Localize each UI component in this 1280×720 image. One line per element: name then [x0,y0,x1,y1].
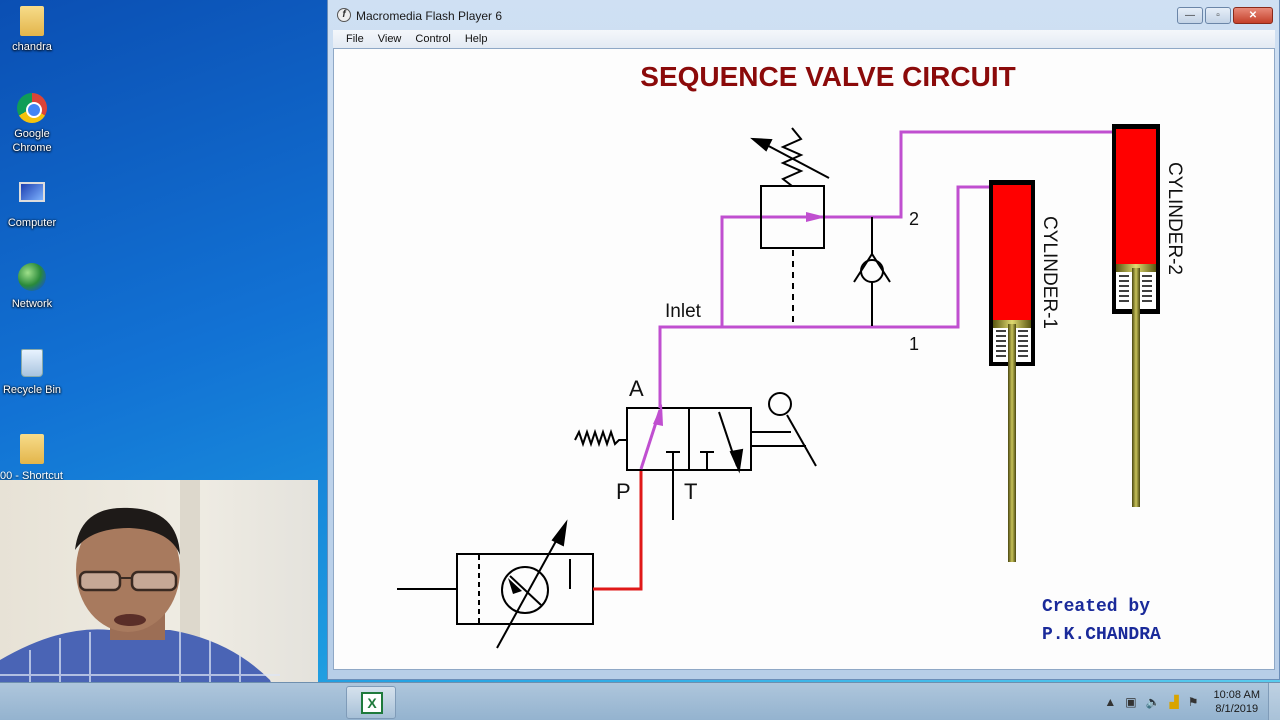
recycle-bin-icon [16,349,48,381]
taskbar-excel-button[interactable]: X [346,686,396,719]
desktop-icon-label: chandra [12,41,52,53]
pump-symbol [397,519,594,649]
chrome-icon [16,93,48,125]
network-signal-icon[interactable]: ▟ [1169,695,1179,709]
desktop-icon-label: Network [11,298,53,310]
title-bar[interactable]: f Macromedia Flash Player 6 — ▫ ✕ [328,0,1279,30]
flow-arrow [806,212,826,222]
minimize-button[interactable]: — [1177,7,1203,24]
computer-icon [16,182,48,214]
credit-line-1: Created by [1042,597,1150,617]
menu-file[interactable]: File [346,33,364,45]
menu-help[interactable]: Help [464,33,488,45]
port-a-label: A [629,376,644,401]
menu-view[interactable]: View [377,33,402,45]
menu-bar: File View Control Help [333,30,1275,48]
system-tray: ▲ ▣ 🔈 ▟ ⚑ 10:08 AM 8/1/2019 [1104,687,1260,717]
flow-arrow [653,404,663,426]
port-1-label: 1 [909,334,919,354]
cylinder-1-label: CYLINDER-1 [1039,216,1060,329]
desktop-icon-label: Google Chrome [12,128,52,154]
desktop-icon-label: Recycle Bin [2,384,62,396]
taskbar: X ▲ ▣ 🔈 ▟ ⚑ 10:08 AM 8/1/2019 [0,682,1280,720]
clock-date: 8/1/2019 [1215,703,1259,715]
action-center-icon[interactable]: ▣ [1125,695,1137,709]
user-folder-icon [16,6,48,38]
show-desktop-button[interactable] [1268,683,1280,720]
desktop-icon-google-chrome[interactable]: Google Chrome [0,93,64,155]
volume-icon[interactable]: 🔈 [1145,695,1161,709]
flash-stage[interactable]: SEQUENCE VALVE CIRCUIT [333,48,1275,670]
desktop-icon-shortcut[interactable] [0,434,64,468]
menu-control[interactable]: Control [415,33,451,45]
clock-time: 10:08 AM [1213,689,1260,701]
window-title: Macromedia Flash Player 6 [356,9,503,23]
cylinder-2-label: CYLINDER-2 [1164,162,1185,275]
show-hidden-icon[interactable]: ▲ [1104,695,1117,709]
desktop-icon-chandra[interactable]: chandra [0,6,64,54]
cylinder-1 [989,180,1035,562]
desktop-icon-network[interactable]: Network [0,263,64,311]
desktop-icon-recycle-bin[interactable]: Recycle Bin [0,349,64,397]
directional-valve-symbol [574,392,817,520]
desktop-icon-label: 00 - Shortcut [0,470,63,482]
check-valve-symbol [853,217,891,326]
close-button[interactable]: ✕ [1233,7,1273,24]
flash-app-icon: f [337,8,351,22]
inlet-label: Inlet [665,301,702,322]
sequence-valve-symbol [750,127,830,326]
flash-player-window: f Macromedia Flash Player 6 — ▫ ✕ File V… [327,0,1280,680]
network-icon [16,263,48,295]
sequence-valve-diagram: SEQUENCE VALVE CIRCUIT [397,61,1185,649]
window-controls: — ▫ ✕ [1177,7,1273,24]
maximize-button[interactable]: ▫ [1205,7,1231,24]
port-t-label: T [684,479,697,504]
port-p-label: P [616,479,631,504]
excel-icon: X [361,692,383,714]
credit-line-2: P.K.CHANDRA [1042,625,1161,645]
flow-lines [658,130,1113,408]
pressure-line [593,469,643,591]
cylinder-2 [1112,124,1160,507]
desktop-icon-computer[interactable]: Computer [0,178,64,230]
flag-icon[interactable]: ⚑ [1187,695,1199,709]
desktop-icon-label: Computer [7,217,57,229]
port-2-label: 2 [909,209,919,229]
diagram-title: SEQUENCE VALVE CIRCUIT [640,61,1015,92]
clock[interactable]: 10:08 AM 8/1/2019 [1214,688,1260,716]
shortcut-folder-icon [16,434,48,466]
